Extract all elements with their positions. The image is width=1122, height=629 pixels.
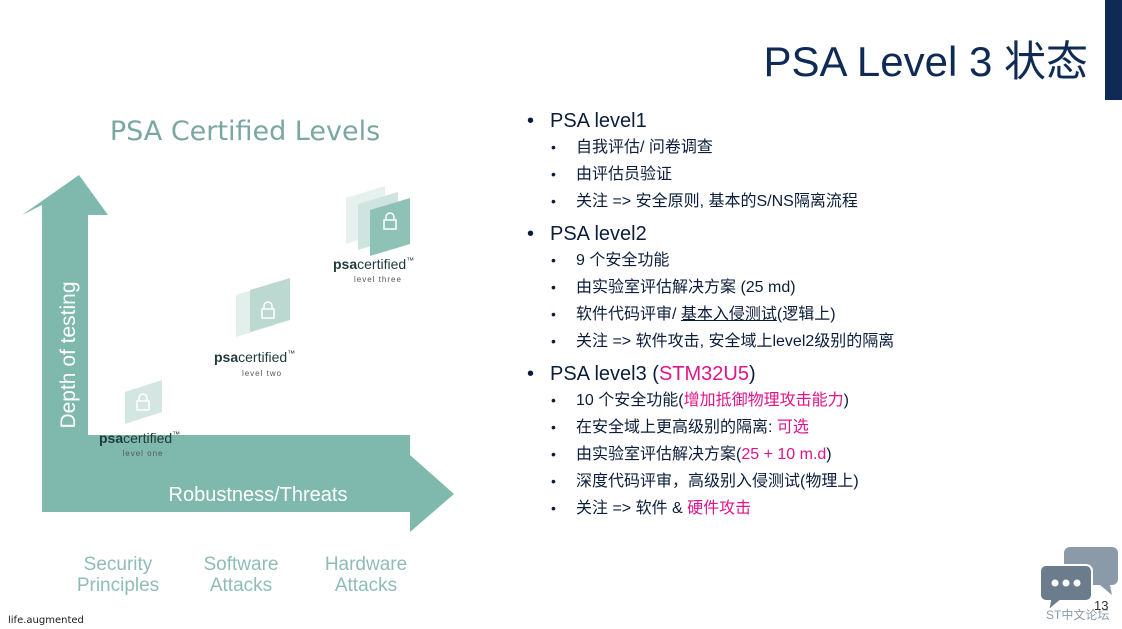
list-item: 软件代码评审/ 基本入侵测试(逻辑上) bbox=[527, 301, 1087, 328]
bullet-list: PSA level1 自我评估/ 问卷调查 由评估员验证 关注 => 安全原则,… bbox=[527, 108, 1087, 528]
badge-level-one: psacertified™ level one bbox=[99, 380, 180, 458]
list-item: 关注 => 软件 & 硬件攻击 bbox=[527, 495, 1087, 522]
list-item: 10 个安全功能(增加抵御物理攻击能力) bbox=[527, 387, 1087, 414]
list-item: 由实验室评估解决方案(25 + 10 m.d) bbox=[527, 441, 1087, 468]
svg-text:Attacks: Attacks bbox=[335, 575, 397, 596]
lock-icon bbox=[261, 301, 275, 319]
diagram-title: PSA Certified Levels bbox=[110, 116, 380, 147]
level3-group: PSA level3 (STM32U5) 10 个安全功能(增加抵御物理攻击能力… bbox=[527, 361, 1087, 522]
column-security-principles: Security Principles bbox=[77, 554, 159, 596]
highlight-text: 增加抵御物理攻击能力 bbox=[683, 392, 844, 409]
badge-level: level one bbox=[122, 449, 163, 458]
slide-title: PSA Level 3 状态 bbox=[763, 38, 1089, 85]
svg-text:Principles: Principles bbox=[77, 575, 159, 596]
badge-level: level two bbox=[242, 369, 282, 378]
list-item: 自我评估/ 问卷调查 bbox=[527, 134, 1087, 161]
list-item: 关注 => 安全原则, 基本的S/NS隔离流程 bbox=[527, 188, 1087, 215]
y-axis-label: Depth of testing bbox=[57, 281, 80, 428]
level2-group: PSA level2 9 个安全功能 由实验室评估解决方案 (25 md) 软件… bbox=[527, 221, 1087, 355]
underlined-text: 基本入侵测试 bbox=[680, 306, 777, 323]
list-item: 9 个安全功能 bbox=[527, 247, 1087, 274]
badge-tm: ™ bbox=[172, 430, 180, 439]
chat-bubbles-icon bbox=[1040, 547, 1118, 614]
column-software-attacks: Software Attacks bbox=[204, 554, 279, 596]
svg-text:Hardware: Hardware bbox=[325, 554, 407, 575]
page-number: 13 bbox=[1094, 598, 1109, 613]
svg-text:Software: Software bbox=[204, 554, 279, 575]
badge-certified: certified bbox=[123, 430, 172, 446]
footer-brand: life.augmented bbox=[8, 615, 84, 626]
psa-levels-diagram: PSA Certified Levels Depth of testing Ro… bbox=[22, 116, 454, 596]
level2-heading: PSA level2 bbox=[527, 221, 1087, 247]
badge-level-three: psacertified™ level three bbox=[333, 186, 414, 284]
badge-certified: certified bbox=[357, 256, 406, 272]
list-item: 在安全域上更高级别的隔离: 可选 bbox=[527, 414, 1087, 441]
list-item: 由实验室评估解决方案 (25 md) bbox=[527, 274, 1087, 301]
level1-heading: PSA level1 bbox=[527, 108, 1087, 134]
x-axis-label: Robustness/Threats bbox=[169, 484, 348, 506]
highlight-text: 25 + 10 m.d bbox=[741, 446, 827, 463]
highlight-text: STM32U5 bbox=[658, 363, 749, 385]
y-axis-arrow bbox=[22, 175, 108, 480]
lock-icon bbox=[136, 393, 150, 411]
badge-psa: psa bbox=[214, 349, 238, 365]
badge-psa: psa bbox=[333, 256, 357, 272]
badge-tm: ™ bbox=[406, 256, 414, 265]
header-accent-bar bbox=[1105, 0, 1122, 100]
level1-group: PSA level1 自我评估/ 问卷调查 由评估员验证 关注 => 安全原则,… bbox=[527, 108, 1087, 215]
list-item: 由评估员验证 bbox=[527, 161, 1087, 188]
list-item: 关注 => 软件攻击, 安全域上level2级别的隔离 bbox=[527, 328, 1087, 355]
x-axis-arrow bbox=[42, 435, 454, 532]
svg-text:psacertified™: psacertified™ bbox=[214, 349, 295, 365]
highlight-text: 可选 bbox=[776, 419, 809, 436]
svg-text:Security: Security bbox=[84, 554, 153, 575]
badge-tm: ™ bbox=[287, 349, 295, 358]
badge-psa: psa bbox=[99, 430, 123, 446]
column-hardware-attacks: Hardware Attacks bbox=[325, 554, 407, 596]
svg-text:psacertified™: psacertified™ bbox=[99, 430, 180, 446]
highlight-text: 硬件攻击 bbox=[687, 500, 752, 517]
svg-text:Attacks: Attacks bbox=[210, 575, 272, 596]
badge-certified: certified bbox=[238, 349, 287, 365]
svg-text:psacertified™: psacertified™ bbox=[333, 256, 414, 272]
forum-watermark-text: ST中文论坛 bbox=[1046, 608, 1110, 622]
level3-heading: PSA level3 (STM32U5) bbox=[527, 361, 1087, 387]
badge-level-two: psacertified™ level two bbox=[214, 278, 295, 378]
list-item: 深度代码评审，高级别入侵测试(物理上) bbox=[527, 468, 1087, 495]
lock-icon bbox=[383, 212, 397, 230]
badge-level: level three bbox=[354, 275, 402, 284]
